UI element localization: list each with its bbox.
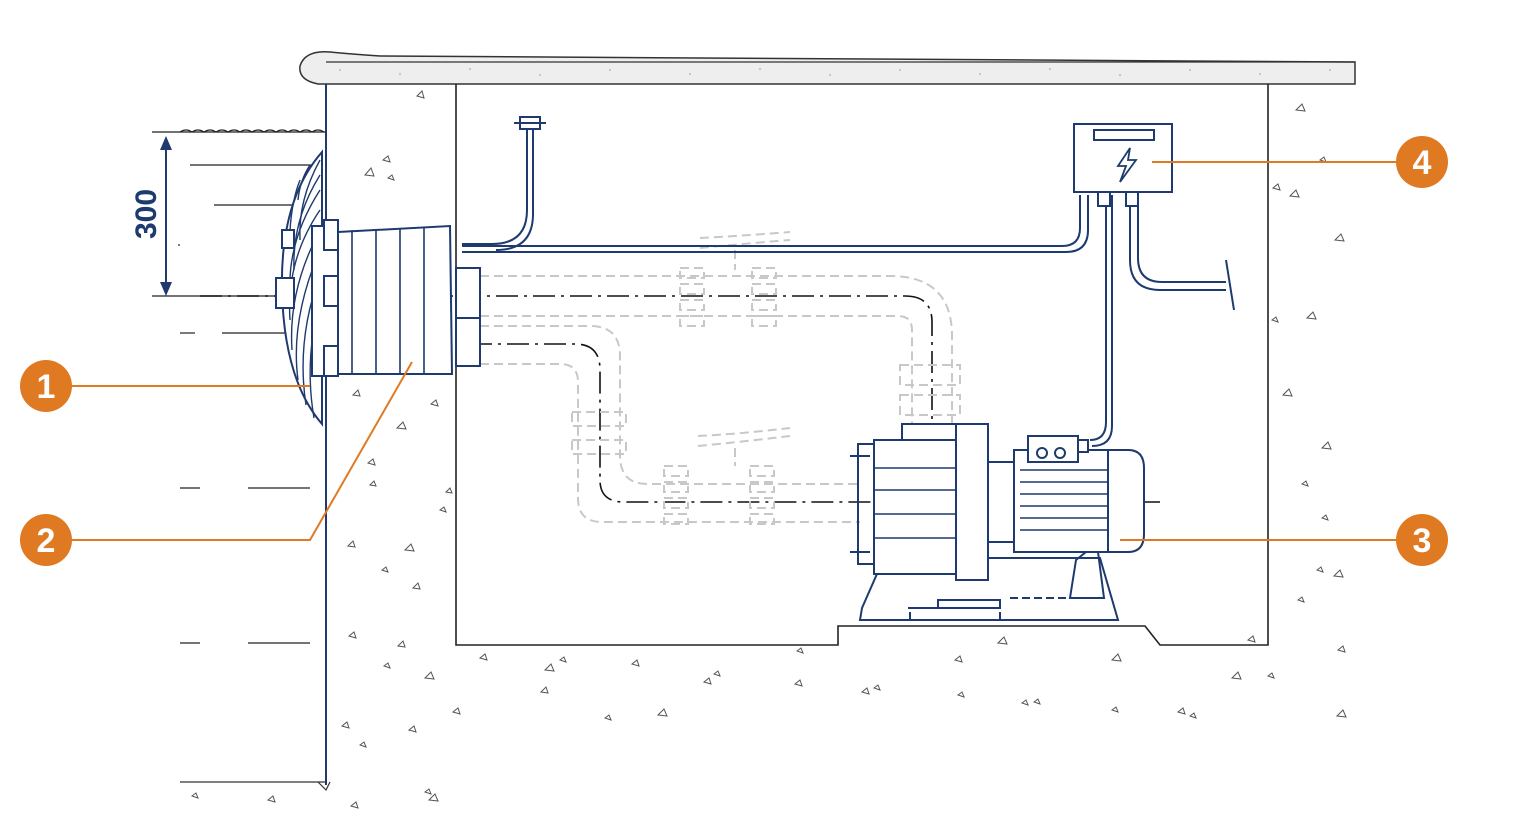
callout-1: 1 — [20, 360, 72, 412]
callout-number: 2 — [37, 522, 56, 560]
wall-sleeve — [337, 224, 481, 375]
machine-pit-outline — [455, 84, 1269, 646]
pipe-centerlines — [200, 295, 1160, 503]
dimension-label: 300 — [130, 189, 163, 239]
wall-nozzle — [275, 149, 339, 427]
callout-2: 2 — [20, 514, 72, 566]
callout-leaders — [70, 161, 1400, 541]
callout-4: 4 — [1396, 136, 1448, 188]
ground-slab — [180, 51, 1356, 809]
pump-motor — [850, 423, 1145, 621]
lightning-bolt-icon — [1116, 147, 1138, 183]
callout-number: 4 — [1413, 144, 1432, 182]
callout-number: 1 — [37, 368, 56, 406]
suction-pipe-ghost — [480, 231, 961, 525]
callout-number: 3 — [1413, 522, 1432, 560]
callout-3: 3 — [1396, 514, 1448, 566]
electrical-wiring — [462, 116, 1235, 447]
electrical-box — [1073, 123, 1173, 207]
